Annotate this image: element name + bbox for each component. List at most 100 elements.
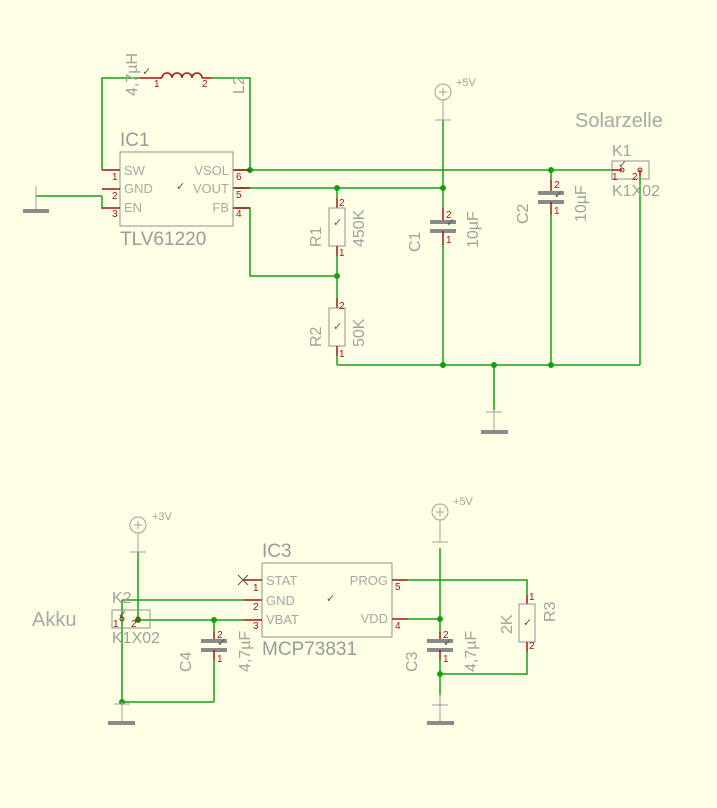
supply-5v-bottom-symbol [431,503,449,543]
ic3-pin-gnd-label: GND [266,593,295,608]
r1-pin-2-number: 2 [339,198,345,209]
junctions-top [247,167,554,368]
l2-pin-2-number: 2 [202,79,208,90]
c2-value: 10µF [573,185,590,222]
c2-origin-mark: ✓ [554,188,563,201]
r1-origin-mark: ✓ [333,216,342,229]
ic3-pin-4-number: 4 [395,621,401,632]
k2-pin-2-number: 2 [131,619,137,630]
supply-3v-symbol [129,516,147,553]
r3-origin-mark: ✓ [523,616,532,629]
r3-pin-1-number: 1 [529,592,535,603]
c3-name: C3 [404,651,421,672]
ic1-name: IC1 [120,130,150,151]
l2-pin-1-number: 1 [154,79,160,90]
ic3-pin-vbat-label: VBAT [266,612,299,627]
r2-value: 50K [351,318,368,347]
r3-value: 2K [499,614,516,634]
ground-bottom-symbol [481,410,508,434]
r2-pin-1-number: 1 [339,349,345,360]
ic3-pin-1-number: 1 [253,583,259,594]
c2-pin-2-number: 2 [554,180,560,191]
c4-origin-mark: ✓ [217,636,226,649]
c3-value: 4,7µF [463,631,480,672]
ic1-pin-gnd-label: GND [124,181,153,196]
r1-name: R1 [308,226,325,247]
r2-name: R2 [308,326,325,347]
solar-cell-label: Solarzelle [575,110,663,132]
k1-pin-2-number: 2 [632,172,638,183]
ic1-pin-sw-label: SW [124,163,146,178]
k2-origin-mark: ✓ [118,608,127,621]
r2-origin-mark: ✓ [333,320,342,333]
capacitor-c3-symbol: ✓ 2 1 [427,630,453,665]
ic1-pin-vsol-label: VSOL [194,163,229,178]
c1-pin-2-number: 2 [446,210,452,221]
c4-value: 4,7µF [237,631,254,672]
ground-left-symbol [23,186,49,213]
r2-pin-2-number: 2 [339,301,345,312]
l2-name: L2 [231,76,248,94]
ic1-pin-en-label: EN [124,200,142,215]
c3-pin-1-number: 1 [443,654,449,665]
ic1-pin-fb-label: FB [212,200,229,215]
capacitor-c2-symbol: ✓ 2 1 [538,180,564,217]
c1-value: 10µF [465,211,482,248]
battery-label: Akku [32,609,76,631]
c1-name: C1 [407,231,424,252]
ic3-symbol: STAT GND VBAT PROG VDD 1 2 3 5 4 ✓ [237,562,408,638]
k1-part: K1X02 [612,183,660,200]
ic3-pin-prog-label: PROG [350,573,388,588]
ic1-pin-vout-label: VOUT [193,181,229,196]
supply-5v-bottom-label: +5V [453,496,474,508]
ground-k2-symbol [108,702,135,725]
c4-name: C4 [178,651,195,672]
c4-pin-2-number: 2 [217,630,223,641]
supply-5v-top-label: +5V [456,77,477,89]
ic1-origin-mark: ✓ [176,180,185,193]
ic1-pin-6-number: 6 [236,172,242,183]
k2-part: K1X02 [112,630,160,647]
resistor-r2-symbol: ✓ 2 1 [328,298,346,360]
ic3-pin-5-number: 5 [395,582,401,593]
r3-pin-2-number: 2 [529,641,535,652]
ic3-name: IC3 [262,541,292,562]
connector-k1-symbol: ✓ 1 2 [611,158,650,183]
capacitor-c1-symbol: ✓ 2 1 [430,208,456,246]
c1-pin-1-number: 1 [446,235,452,246]
c1-origin-mark: ✓ [446,216,455,229]
k2-name: K2 [112,590,132,607]
c2-name: C2 [515,203,532,224]
r1-value: 450K [351,209,368,247]
ic1-pin-1-number: 1 [112,172,118,183]
ic3-origin-mark: ✓ [326,592,335,605]
l2-value: 4,7µH [124,53,141,96]
k1-pin-1-number: 1 [612,172,618,183]
ic1-part: TLV61220 [120,229,206,250]
c4-pin-1-number: 1 [217,654,223,665]
resistor-r3-symbol: ✓ 1 2 [518,592,536,652]
c3-origin-mark: ✓ [443,636,452,649]
resistor-r1-symbol: ✓ 2 1 [328,198,346,259]
c2-pin-1-number: 1 [554,206,560,217]
capacitor-c4-symbol: ✓ 2 1 [201,630,227,665]
ic3-part: MCP73831 [262,639,357,660]
ic3-pin-vdd-label: VDD [361,611,388,626]
k1-origin-mark: ✓ [618,158,627,171]
ic1-pin-4-number: 4 [236,209,242,220]
ic3-pin-stat-label: STAT [266,573,297,588]
r3-name: R3 [542,601,559,622]
ic1-symbol: SW GND EN VSOL VOUT FB 1 2 3 6 5 4 ✓ [102,151,250,227]
ic3-pin-3-number: 3 [253,621,259,632]
r1-pin-1-number: 1 [339,248,345,259]
ic3-pin-2-number: 2 [253,602,259,613]
c3-pin-2-number: 2 [443,630,449,641]
ic1-pin-3-number: 3 [112,209,118,220]
k2-pin-1-number: 1 [113,619,119,630]
connector-k2-symbol: ✓ 1 2 [111,608,151,630]
supply-3v-label: +3V [152,511,173,523]
supply-5v-top-symbol [434,83,452,121]
ground-c3-symbol [427,695,454,725]
ic1-pin-5-number: 5 [236,190,242,201]
